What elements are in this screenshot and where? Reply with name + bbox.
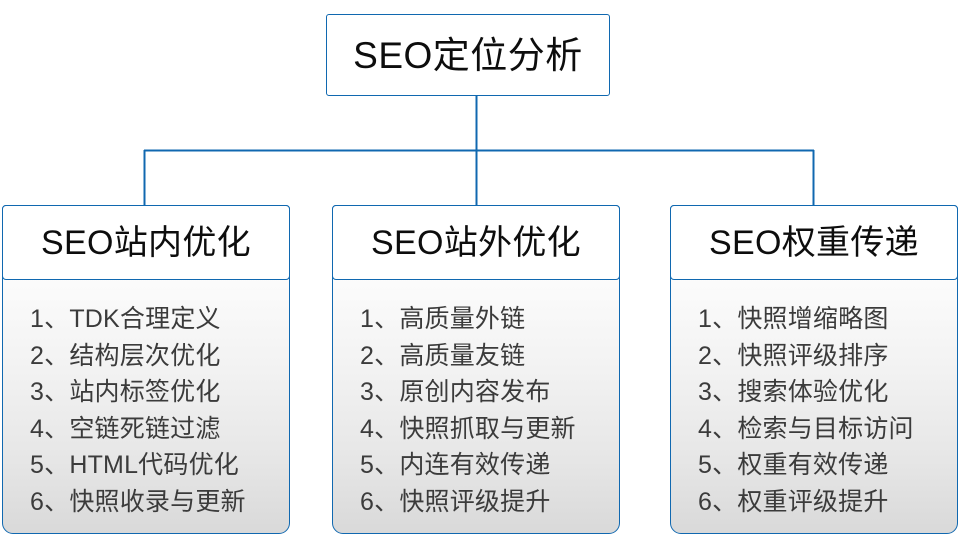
branch-list-3: 1、快照增缩略图 2、快照评级排序 3、搜索体验优化 4、检索与目标访问 5、权… (670, 280, 958, 534)
list-item: 4、空链死链过滤 (30, 411, 280, 448)
branch-header-1[interactable]: SEO站内优化 (2, 205, 290, 280)
list-item-index: 5、 (360, 451, 400, 479)
list-item-index: 2、 (30, 341, 70, 370)
list-item-index: 2、 (698, 341, 738, 370)
list-item-text: 快照增缩略图 (737, 305, 889, 333)
branch-list-2: 1、高质量外链 2、高质量友链 3、原创内容发布 4、快照抓取与更新 5、内连有… (332, 280, 620, 534)
list-item: 1、快照增缩略图 (698, 301, 948, 338)
list-item: 6、快照收录与更新 (30, 484, 280, 521)
list-item-text: TDK合理定义 (69, 305, 221, 333)
list-item: 4、快照抓取与更新 (360, 411, 610, 448)
list-item: 4、检索与目标访问 (698, 411, 948, 448)
list-item-index: 1、 (30, 305, 70, 333)
root-node-label: SEO定位分析 (353, 34, 583, 76)
list-item-index: 6、 (30, 487, 70, 516)
root-node[interactable]: SEO定位分析 (326, 14, 610, 96)
list-item: 3、站内标签优化 (30, 374, 280, 411)
list-item: 5、内连有效传递 (360, 447, 610, 484)
list-item: 1、高质量外链 (360, 301, 610, 338)
list-item: 3、搜索体验优化 (698, 374, 948, 411)
list-item-index: 1、 (360, 305, 400, 333)
branch-list-1: 1、TDK合理定义 2、结构层次优化 3、站内标签优化 4、空链死链过滤 5、H… (2, 280, 290, 534)
list-item-index: 5、 (30, 451, 70, 479)
list-item-text: 高质量友链 (399, 341, 526, 370)
list-item-index: 5、 (698, 451, 738, 479)
list-item-text: 原创内容发布 (399, 378, 551, 406)
list-item-index: 3、 (30, 378, 70, 406)
branch-column-3[interactable]: SEO权重传递 1、快照增缩略图 2、快照评级排序 3、搜索体验优化 4、检索与… (670, 205, 958, 534)
list-item-text: 搜索体验优化 (737, 378, 889, 406)
branch-title-1: SEO站内优化 (41, 223, 251, 262)
branch-header-3[interactable]: SEO权重传递 (670, 205, 958, 280)
list-item-index: 3、 (698, 378, 738, 406)
list-item-text: 高质量外链 (399, 305, 526, 333)
list-item: 1、TDK合理定义 (30, 301, 280, 338)
list-item-text: 空链死链过滤 (69, 414, 221, 443)
branch-title-3: SEO权重传递 (709, 223, 919, 262)
list-item-index: 6、 (698, 487, 738, 516)
list-item-text: 检索与目标访问 (737, 414, 914, 443)
list-item-index: 4、 (360, 414, 400, 443)
list-item-index: 3、 (360, 378, 400, 406)
list-item-text: HTML代码优化 (69, 451, 239, 479)
list-item-text: 结构层次优化 (69, 341, 221, 370)
list-item: 5、权重有效传递 (698, 447, 948, 484)
list-item-index: 4、 (30, 414, 70, 443)
branch-header-2[interactable]: SEO站外优化 (332, 205, 620, 280)
list-item-index: 1、 (698, 305, 738, 333)
branch-column-1[interactable]: SEO站内优化 1、TDK合理定义 2、结构层次优化 3、站内标签优化 4、空链… (2, 205, 290, 534)
list-item-text: 站内标签优化 (69, 378, 221, 406)
list-item: 6、权重评级提升 (698, 484, 948, 521)
list-item-index: 2、 (360, 341, 400, 370)
list-item-text: 权重评级提升 (737, 487, 889, 516)
branch-title-2: SEO站外优化 (371, 223, 581, 262)
list-item: 5、HTML代码优化 (30, 447, 280, 484)
list-item-text: 快照评级提升 (399, 487, 551, 516)
list-item-text: 快照评级排序 (737, 341, 889, 370)
list-item: 2、结构层次优化 (30, 338, 280, 375)
list-item: 3、原创内容发布 (360, 374, 610, 411)
list-item-text: 权重有效传递 (737, 451, 889, 479)
list-item: 2、高质量友链 (360, 338, 610, 375)
list-item-text: 快照收录与更新 (69, 487, 246, 516)
list-item-index: 4、 (698, 414, 738, 443)
list-item: 6、快照评级提升 (360, 484, 610, 521)
list-item-index: 6、 (360, 487, 400, 516)
list-item: 2、快照评级排序 (698, 338, 948, 375)
list-item-text: 快照抓取与更新 (399, 414, 576, 443)
branch-column-2[interactable]: SEO站外优化 1、高质量外链 2、高质量友链 3、原创内容发布 4、快照抓取与… (332, 205, 620, 534)
list-item-text: 内连有效传递 (399, 451, 551, 479)
